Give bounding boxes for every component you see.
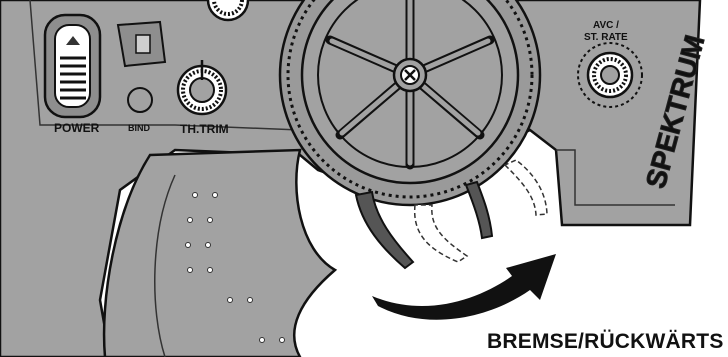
power-label: POWER <box>54 121 100 135</box>
rate-knob-icon <box>578 43 642 107</box>
power-switch-icon <box>45 15 100 117</box>
st-rate-label: ST. RATE <box>584 32 628 43</box>
th-trim-label: TH.TRIM <box>180 122 229 136</box>
brake-reverse-caption: BREMSE/RÜCKWÄRTS <box>487 330 724 354</box>
grip-handle <box>104 150 335 357</box>
avc-label: AVC / <box>593 20 619 31</box>
steering-wheel-icon <box>280 0 540 205</box>
throttle-trigger-alt <box>466 182 492 238</box>
led-window-icon <box>118 22 165 66</box>
bind-button-icon <box>128 88 152 112</box>
bind-label: BIND <box>128 123 150 133</box>
